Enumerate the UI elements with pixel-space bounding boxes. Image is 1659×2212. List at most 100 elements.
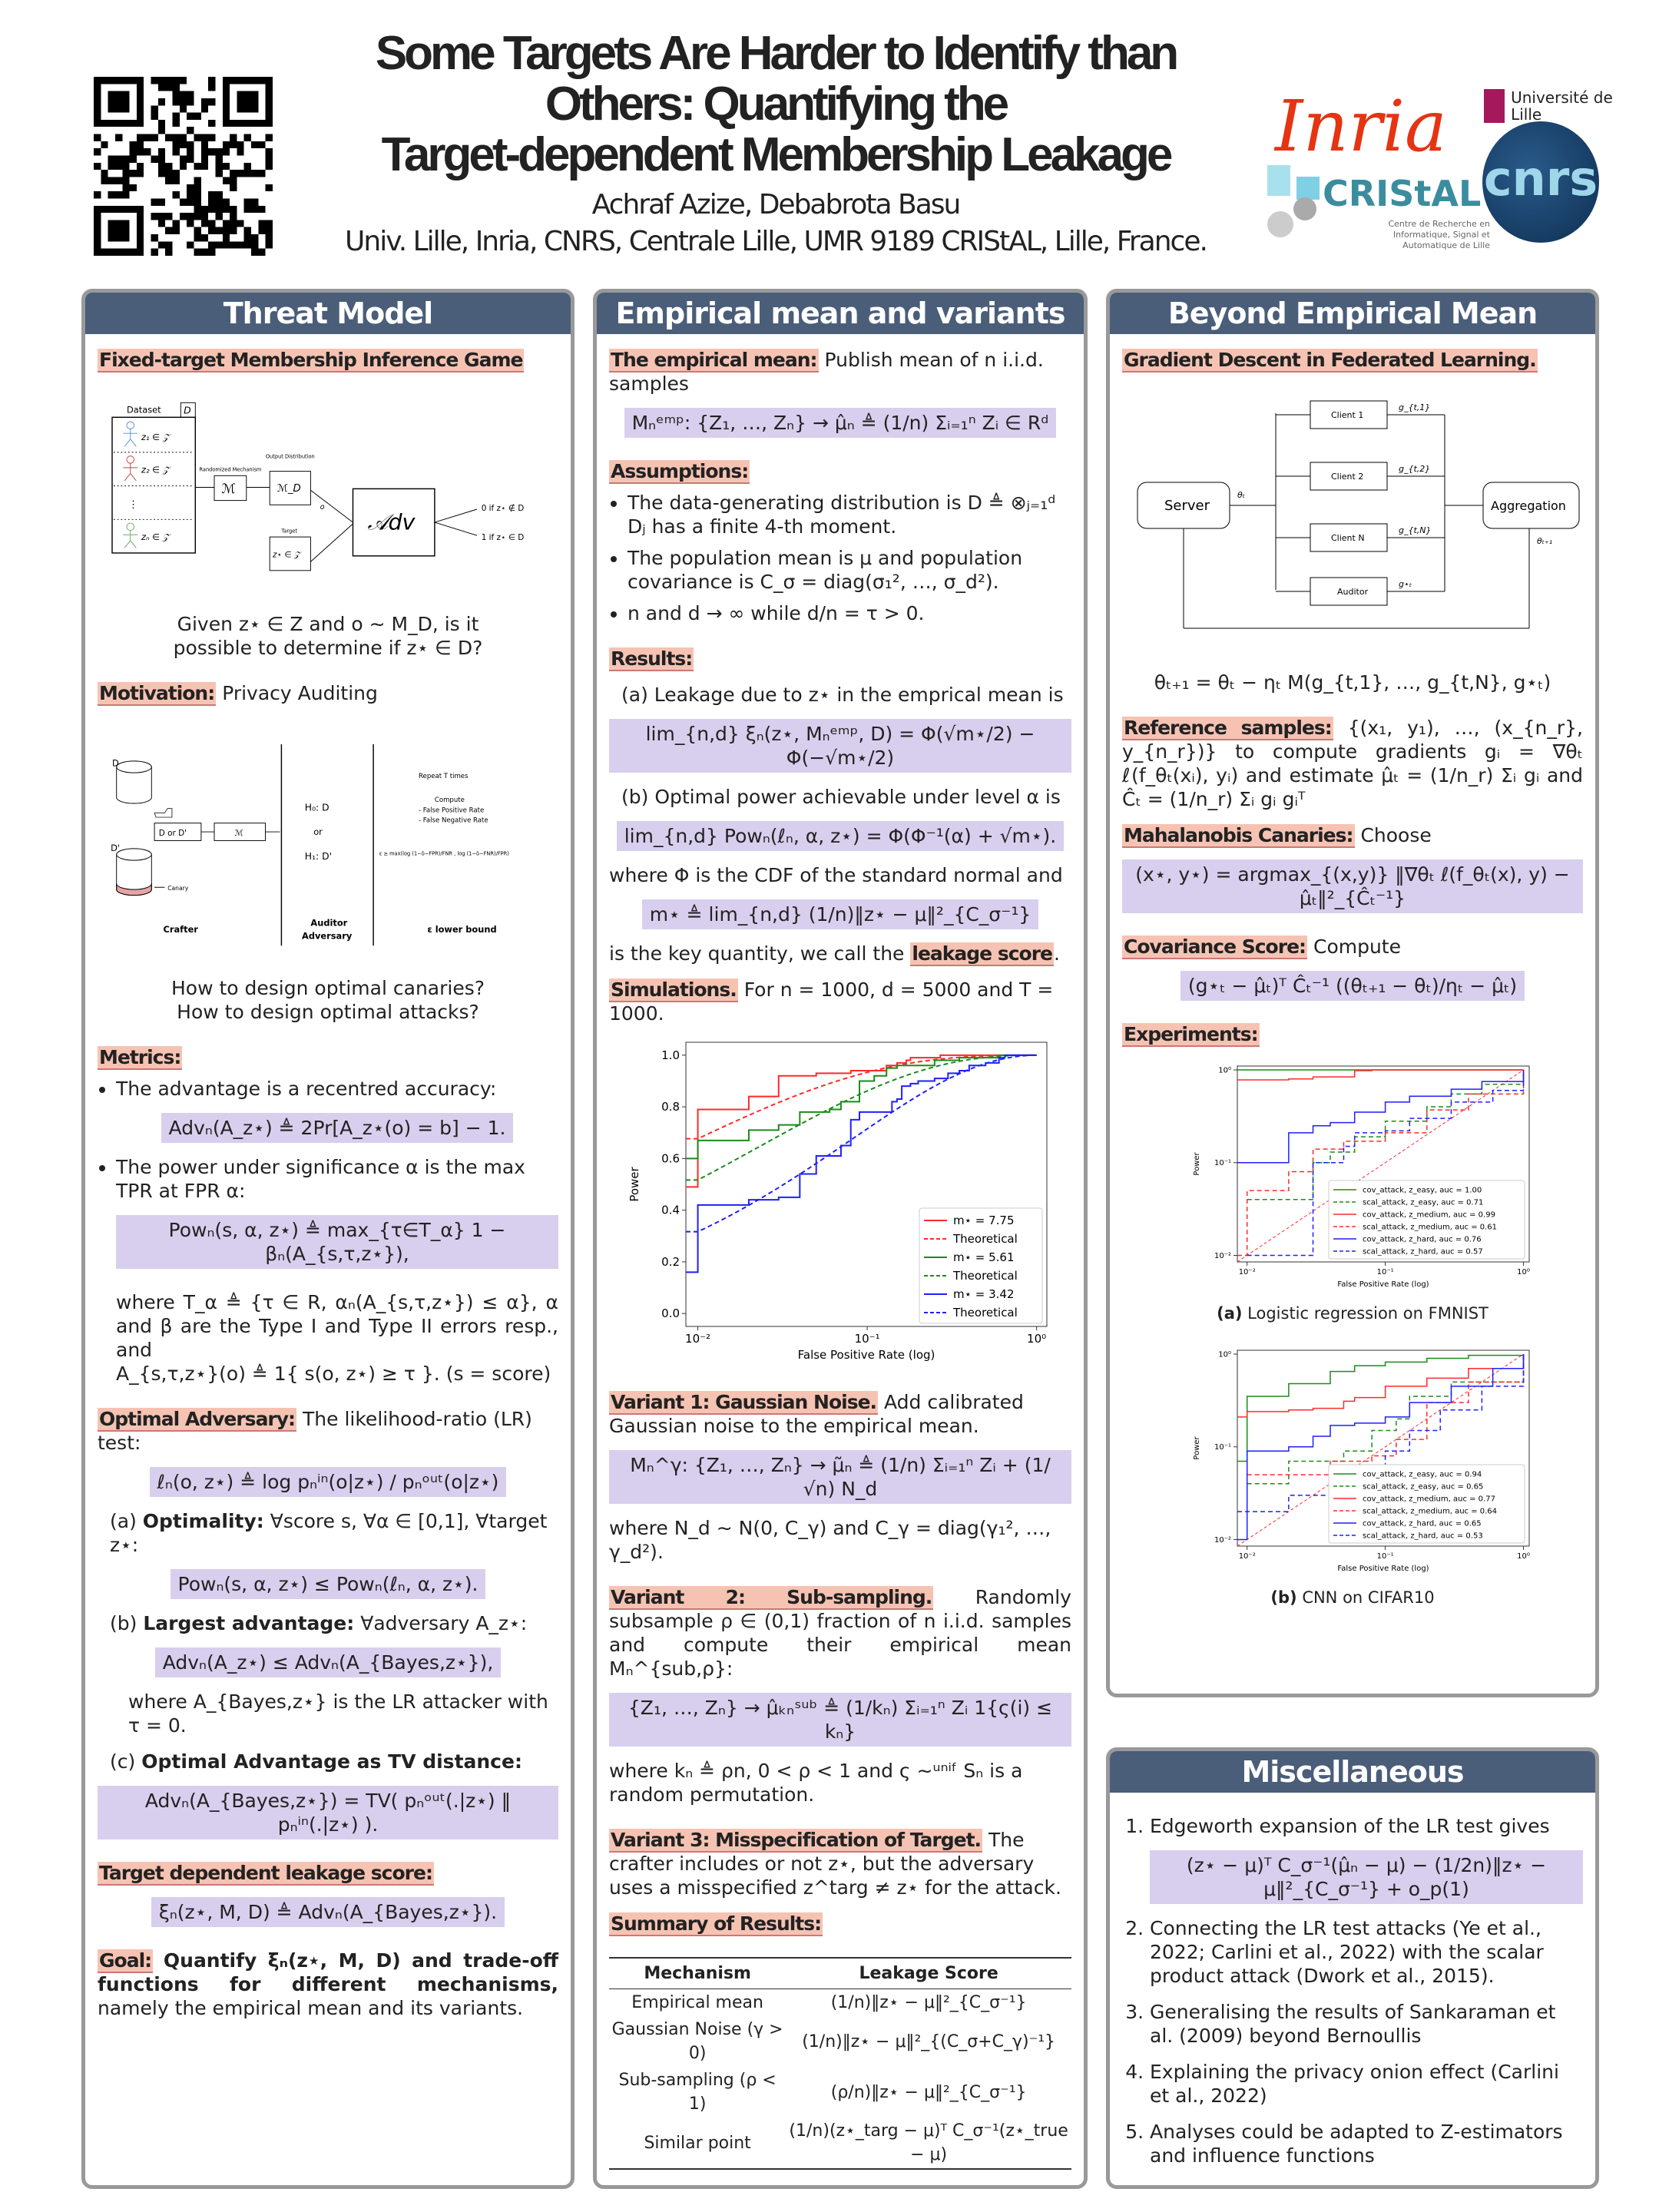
metric-power: The power under significance α is the ma…: [116, 1155, 558, 1269]
legend-label: Theoretical: [952, 1269, 1018, 1283]
results-label: Results:: [609, 647, 694, 671]
random-baseline: [1237, 1069, 1524, 1263]
database-icon: [116, 760, 152, 804]
variant1-where: where N_d ∼ N(0, C_γ) and C_γ = diag(γ₁²…: [609, 1517, 1051, 1563]
svg-text:Repeat T times: Repeat T times: [419, 773, 469, 780]
svg-text:o: o: [320, 503, 325, 512]
legend-label: scal_attack, z_hard, auc = 0.57: [1363, 1247, 1483, 1256]
mahalanobis-formula: (x⋆, y⋆) = argmax_{(x,y)} ‖∇θₜ ℓ(f_θₜ(x)…: [1122, 859, 1583, 913]
empirical-mean-text: Publish mean of n i.i.d. samples: [609, 349, 1044, 395]
svg-text:D': D': [111, 843, 120, 853]
x-axis-label: False Positive Rate (log): [1337, 1565, 1429, 1573]
svg-text:ℳ: ℳ: [222, 482, 236, 497]
table-row: Sub-sampling (ρ < 1)(ρ/n)‖z⋆ − μ‖²_{C_σ⁻…: [618, 2071, 1027, 2114]
svg-text:θₜ: θₜ: [1237, 490, 1245, 500]
series-line: [1237, 1069, 1525, 1164]
svg-text:or: or: [313, 826, 323, 837]
empirical-mean-heading: Empirical mean and variants: [597, 293, 1084, 334]
legend-label: Theoretical: [952, 1232, 1018, 1246]
threat-model-panel: Threat Model Fixed-target Membership Inf…: [81, 289, 575, 2189]
update-formula: θₜ₊₁ = θₜ − ηₜ M(g_{t,1}, …, g_{t,N}, g⋆…: [1154, 671, 1551, 694]
legend-label: m⋆ = 7.75: [953, 1214, 1015, 1227]
svg-text:D: D: [112, 758, 119, 769]
svg-text:ℳ_D: ℳ_D: [277, 483, 301, 495]
result-where: where Φ is the CDF of the standard norma…: [609, 864, 1063, 886]
series-line: [1237, 1353, 1525, 1462]
misc-item: Edgeworth expansion of the LR test gives…: [1150, 1814, 1583, 1904]
tv-formula: Advₙ(A_{Bayes,z⋆}) = TV( pₙᵒᵘᵗ(.|z⋆) ‖ p…: [98, 1786, 558, 1839]
x-tick-label: 10⁰: [1027, 1332, 1046, 1346]
miscellaneous-heading: Miscellaneous: [1110, 1751, 1595, 1793]
beyond-empirical-mean-panel: Beyond Empirical Mean Gradient Descent i…: [1106, 289, 1599, 1697]
series-line: [686, 1054, 1037, 1233]
privacy-auditing-diagram: D D' Canary D or D' ℳ H₀: D or H₁: D' Re…: [111, 744, 509, 946]
svg-text:D: D: [184, 406, 191, 416]
motivation-label: Motivation:: [98, 682, 217, 706]
svg-text:Crafter: Crafter: [164, 924, 199, 935]
misc-item: Explaining the privacy onion effect (Car…: [1150, 2060, 1583, 2108]
summary-label: Summary of Results:: [609, 1912, 823, 1936]
affiliation: Univ. Lille, Inria, CNRS, Centrale Lille…: [345, 226, 1208, 257]
svg-text:⋮: ⋮: [128, 499, 138, 511]
leakage-score-label: Target dependent leakage score:: [98, 1862, 434, 1886]
advantage-formula: Advₙ(A_z⋆) ≜ 2Pr[A_z⋆(o) = b] − 1.: [161, 1113, 514, 1143]
series-line: [686, 1054, 1037, 1188]
threat-model-heading: Threat Model: [85, 293, 571, 334]
svg-text:ε lower bound: ε lower bound: [427, 924, 496, 935]
svg-text:z₁ ∈ 𝒵: z₁ ∈ 𝒵: [141, 432, 172, 442]
x-tick-label: 10⁰: [1517, 1552, 1530, 1561]
series-line: [686, 1054, 1037, 1160]
series-line: [1237, 1069, 1524, 1081]
svg-text:g⋆ₜ: g⋆ₜ: [1399, 579, 1412, 589]
svg-text:Compute: Compute: [435, 796, 465, 804]
threshold-formula: A_{s,τ,z⋆}(o) ≜ 1{ s(o, z⋆) ≥ τ }. (s = …: [116, 1363, 551, 1385]
mahalanobis-label: Mahalanobis Canaries:: [1122, 824, 1355, 848]
variant3-label: Variant 3: Misspecification of Target.: [609, 1829, 983, 1853]
table-row: Empirical mean(1/n)‖z⋆ − μ‖²_{C_σ⁻¹}: [631, 1993, 1027, 2012]
qr-code: [94, 77, 273, 256]
svg-text:- False Negative Rate: - False Negative Rate: [419, 817, 488, 825]
largest-advantage-formula: Advₙ(A_z⋆) ≤ Advₙ(A_{Bayes,z⋆}),: [154, 1647, 502, 1677]
legend-label: cov_attack, z_easy, auc = 1.00: [1363, 1186, 1482, 1194]
cristal-logo: CRIStAL Centre de Recherche en Informati…: [1267, 165, 1490, 250]
svg-text:H₀: D: H₀: D: [305, 803, 329, 813]
assumption-item: The population mean is μ and population …: [628, 546, 1071, 594]
variant2-text: Randomly subsample ρ ∈ (0,1) fraction of…: [609, 1586, 1071, 1680]
federated-learning-diagram: Server θₜ Client 1 Client 2 Client N Aud…: [1137, 400, 1580, 629]
variant2-formula: {Z₁, …, Zₙ} → μ̂ₖₙˢᵘᵇ ≜ (1/kₙ) Σᵢ₌₁ⁿ Zᵢ …: [609, 1693, 1071, 1747]
lr-formula: ℓₙ(o, z⋆) ≜ log pₙⁱⁿ(o|z⋆) / pₙᵒᵘᵗ(o|z⋆): [149, 1467, 507, 1497]
legend: [1328, 1180, 1525, 1260]
x-tick-label: 10⁰: [1517, 1268, 1530, 1277]
legend-label: Theoretical: [952, 1306, 1018, 1320]
svg-text:Randomized Mechanism: Randomized Mechanism: [199, 467, 261, 473]
y-tick-label: 0.8: [661, 1100, 680, 1114]
y-tick-label: 0.2: [661, 1255, 680, 1269]
poster-title-line-2: Others: Quantifying the: [545, 78, 1009, 131]
poster-title-line-1: Some Targets Are Harder to Identify than: [375, 27, 1179, 80]
plot-frame: [1237, 1065, 1530, 1263]
gradient-descent-label: Gradient Descent in Federated Learning.: [1122, 349, 1538, 373]
series-line: [686, 1054, 1037, 1140]
legend-label: cov_attack, z_medium, auc = 0.77: [1363, 1495, 1495, 1503]
svg-text:Output Distribution: Output Distribution: [266, 454, 315, 460]
cristal-text: CRIStAL: [1323, 173, 1482, 214]
y-tick-label: 10⁰: [1218, 1350, 1231, 1359]
svg-text:Client 1: Client 1: [1331, 410, 1363, 420]
svg-text:Target: Target: [280, 528, 297, 534]
cifar10-caption: (b) CNN on CIFAR10: [1270, 1588, 1435, 1607]
y-tick-label: 10⁻¹: [1214, 1443, 1231, 1452]
svg-text:1 if z⋆ ∈ D: 1 if z⋆ ∈ D: [482, 533, 525, 542]
svg-text:Adversary: Adversary: [302, 931, 353, 942]
person-icon: [123, 421, 138, 447]
authors: Achraf Azize, Debabrota Basu: [591, 189, 962, 220]
svg-text:Client N: Client N: [1331, 533, 1365, 543]
misc-item: Connecting the LR test attacks (Ye et al…: [1150, 1916, 1583, 1988]
misc-item: Generalising the results of Sankaraman e…: [1150, 2000, 1583, 2048]
legend-label: cov_attack, z_easy, auc = 0.94: [1363, 1470, 1482, 1479]
assumption-item: n and d → ∞ while d/n = τ > 0.: [628, 601, 1071, 625]
y-tick-label: 1.0: [661, 1048, 680, 1062]
power-formula: Powₙ(s, α, z⋆) ≜ max_{τ∈T_α} 1 − βₙ(A_{s…: [116, 1215, 558, 1269]
reference-samples-label: Reference samples:: [1122, 717, 1333, 740]
svg-text:Dataset: Dataset: [127, 405, 161, 416]
x-tick-label: 10⁻²: [1239, 1268, 1256, 1277]
